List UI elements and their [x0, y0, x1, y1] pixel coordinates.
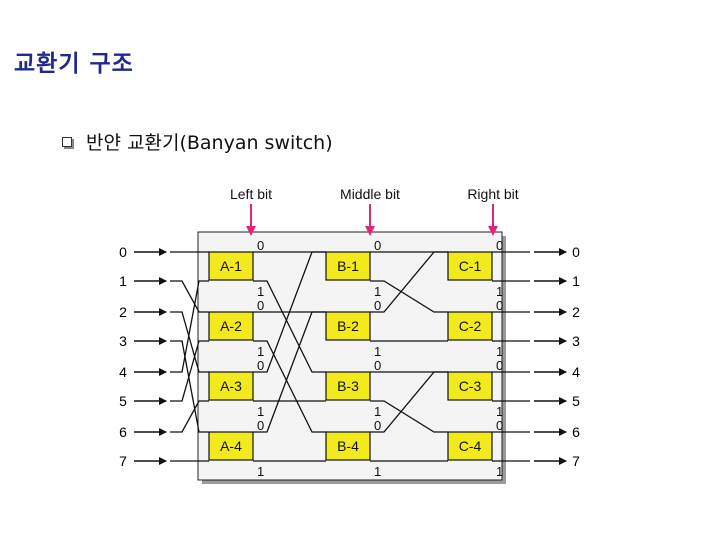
- switch-element-label: C-4: [459, 438, 482, 454]
- slide-title: 교환기 구조: [14, 51, 134, 77]
- port-bit-label: 0: [496, 298, 503, 313]
- port-bit-label: 0: [374, 418, 381, 433]
- interstage-wire: [370, 280, 448, 313]
- stage-label-right: Right bit: [467, 186, 518, 202]
- switch-element-label: C-1: [459, 258, 482, 274]
- input-wire: [170, 280, 209, 313]
- switch-element-label: B-2: [337, 318, 359, 334]
- interstage-wire: [253, 340, 326, 433]
- interstage-wire: [370, 400, 448, 433]
- output-port-labels: 0 1 2 3 4 5 6 7: [572, 244, 580, 469]
- switch-element-label: A-2: [220, 318, 242, 334]
- switch-element-box: [208, 371, 254, 401]
- switch-elements: A-1A-2A-3A-4 B-1B-2B-3B-4 C-1C-2C-3C-4: [208, 251, 493, 461]
- port-bit-label: 0: [496, 358, 503, 373]
- port-bit-label: 0: [374, 298, 381, 313]
- switch-element-label: C-2: [459, 318, 482, 334]
- switch-element-label: B-4: [337, 438, 359, 454]
- switch-element-box: [208, 431, 254, 461]
- stage-label-left: Left bit: [230, 186, 272, 202]
- port-bit-label: 0: [496, 238, 503, 253]
- input-label: 7: [119, 453, 127, 469]
- port-bit-label: 0: [257, 418, 264, 433]
- input-label: 6: [119, 424, 127, 440]
- switch-element-label: B-1: [337, 258, 359, 274]
- stage-label-middle: Middle bit: [340, 186, 400, 202]
- port-bit-label: 1: [374, 284, 381, 299]
- switch-element-box: [325, 371, 371, 401]
- switch-element-box: [325, 431, 371, 461]
- output-label: 7: [572, 453, 580, 469]
- switch-element-box: [325, 251, 371, 281]
- switch-element-label: A-1: [220, 258, 242, 274]
- output-label: 5: [572, 393, 580, 409]
- port-bit-label: 1: [496, 404, 503, 419]
- port-arrows: [134, 248, 567, 465]
- switch-element-box: [447, 431, 493, 461]
- switch-element-box: [208, 311, 254, 341]
- output-label: 2: [572, 304, 580, 320]
- port-bit-label: 1: [374, 404, 381, 419]
- input-label: 3: [119, 333, 127, 349]
- switch-element-label: A-3: [220, 378, 242, 394]
- output-label: 0: [572, 244, 580, 260]
- switch-element-label: C-3: [459, 378, 482, 394]
- input-wire: [170, 311, 209, 373]
- input-label: 2: [119, 304, 127, 320]
- port-bit-label: 1: [496, 344, 503, 359]
- output-label: 1: [572, 273, 580, 289]
- input-label: 5: [119, 393, 127, 409]
- output-label: 4: [572, 364, 580, 380]
- port-bit-label: 1: [257, 404, 264, 419]
- output-label: 3: [572, 333, 580, 349]
- interstage-wire: [253, 251, 326, 373]
- bullet-item: 반얀 교환기(Banyan switch): [62, 128, 333, 155]
- switch-element-label: A-4: [220, 438, 242, 454]
- port-bit-label: 0: [257, 238, 264, 253]
- input-wire: [170, 340, 209, 433]
- input-label: 1: [119, 273, 127, 289]
- port-bit-label: 1: [496, 464, 503, 479]
- switch-element-box: [325, 311, 371, 341]
- switch-element-box: [447, 371, 493, 401]
- port-bit-label: 0: [374, 358, 381, 373]
- port-bit-label: 0: [257, 358, 264, 373]
- port-bit-label: 0: [257, 298, 264, 313]
- input-wire: [170, 340, 209, 402]
- interstage-wire: [253, 280, 326, 373]
- interstage-wire: [253, 311, 326, 433]
- port-bit-label: 1: [374, 464, 381, 479]
- output-label: 6: [572, 424, 580, 440]
- switch-element-box: [447, 251, 493, 281]
- interstage-wire: [370, 371, 448, 433]
- port-bit-label: 0: [374, 238, 381, 253]
- input-port-labels: 0 1 2 3 4 5 6 7: [119, 244, 127, 469]
- input-wire: [170, 400, 209, 433]
- switch-element-box: [208, 251, 254, 281]
- port-bit-label: 0: [496, 418, 503, 433]
- switch-element-box: [447, 311, 493, 341]
- port-bit-label: 1: [257, 464, 264, 479]
- switch-element-label: B-3: [337, 378, 359, 394]
- port-bit-label: 1: [496, 284, 503, 299]
- port-bit-label: 1: [257, 344, 264, 359]
- interconnect-wires: [170, 251, 530, 462]
- input-label: 4: [119, 364, 127, 380]
- input-label: 0: [119, 244, 127, 260]
- port-bit-label: 1: [374, 344, 381, 359]
- port-bit-label: 1: [257, 284, 264, 299]
- input-wire: [170, 280, 209, 373]
- interstage-wire: [370, 251, 448, 313]
- bullet-text: 반얀 교환기(Banyan switch): [86, 132, 333, 154]
- checkbox-bullet-icon: [62, 136, 72, 147]
